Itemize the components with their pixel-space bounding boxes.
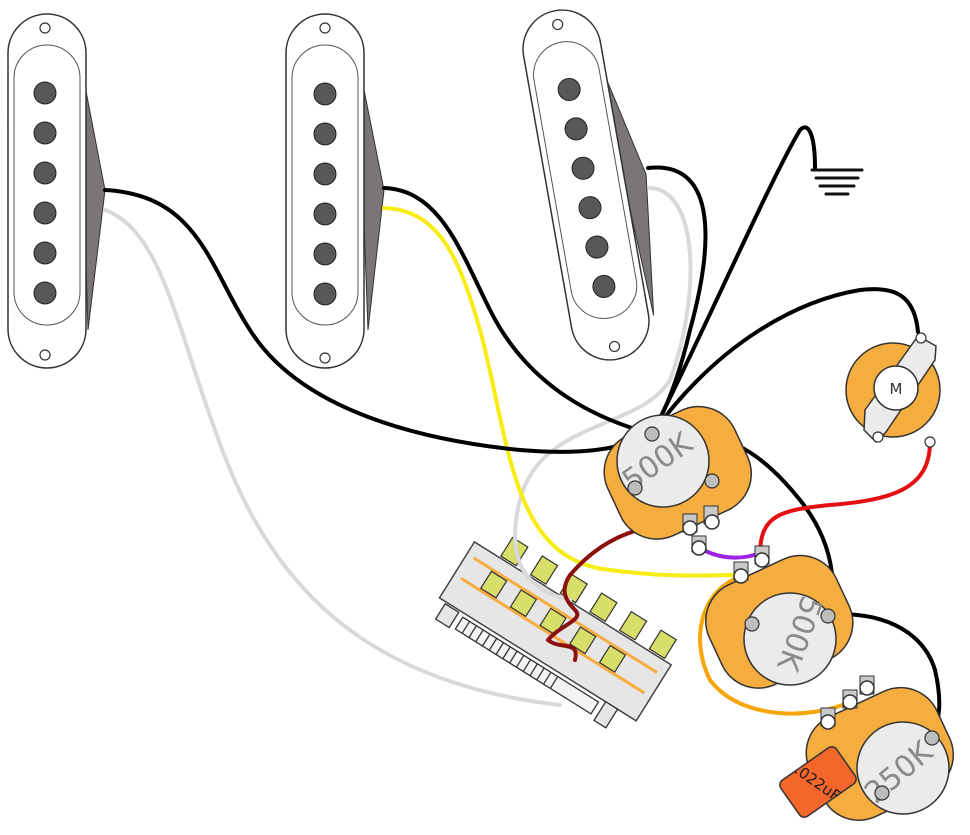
wires [103, 125, 942, 795]
neck-pickup [7, 13, 106, 369]
pole-piece [571, 156, 595, 180]
pole-piece [313, 162, 337, 186]
wire-yellow-middle [382, 206, 740, 578]
pot-lug [924, 730, 940, 746]
pole-piece [313, 242, 337, 266]
wire-dark-red [546, 523, 697, 662]
switch-lug [500, 536, 529, 567]
pole-piece [313, 122, 337, 146]
pot-lug [744, 616, 760, 632]
ground-symbol [810, 168, 864, 196]
pole-piece [313, 202, 337, 226]
pole-piece [33, 81, 57, 105]
pot-lug [704, 473, 720, 489]
bridge-pickup [522, 9, 655, 361]
pot-terminal [682, 513, 698, 536]
pole-piece [564, 117, 588, 141]
wire-red [758, 440, 932, 557]
pole-piece [33, 121, 57, 145]
wire-purple [698, 546, 764, 560]
middle-pickup [285, 13, 385, 369]
pot-lug [874, 785, 890, 801]
switch-lug [479, 570, 508, 599]
switch-lug [509, 589, 538, 618]
capacitor: .022uF [779, 746, 857, 818]
switch-lug [569, 626, 597, 655]
pole-piece [557, 77, 581, 101]
pole-piece [33, 241, 57, 265]
wire-black-ground [650, 125, 817, 436]
pot-terminal [733, 561, 749, 584]
switch-spring [434, 602, 619, 729]
switch-lug [598, 644, 627, 673]
pot-terminal [842, 689, 858, 710]
pot-lug [644, 426, 660, 442]
switch-lug [618, 610, 648, 641]
switch-lug [648, 629, 678, 660]
volume-pot: 500K [603, 405, 753, 556]
pot-terminal [703, 505, 720, 530]
pot-terminal [691, 535, 707, 556]
output-jack: M [845, 332, 941, 448]
pole-piece [585, 235, 609, 259]
pot-lug [820, 608, 836, 624]
switch-lug [529, 555, 559, 586]
wire-black-middle [382, 186, 654, 436]
wire-white-bridge [513, 186, 693, 602]
wire-white-neck [103, 208, 562, 707]
pole-piece [33, 161, 57, 185]
pot-terminal [859, 675, 875, 696]
pole-piece [33, 201, 57, 225]
output-jack-label: M [890, 380, 903, 398]
pot-terminal [754, 545, 770, 568]
wire-black-jack [650, 287, 920, 436]
pole-piece [578, 196, 602, 220]
pole-piece [33, 281, 57, 305]
pot-lug [627, 480, 643, 496]
pole-piece [592, 274, 616, 298]
pole-piece [313, 282, 337, 306]
pot-terminal [820, 707, 836, 730]
pole-piece [313, 82, 337, 106]
wire-black-neck [103, 188, 654, 454]
tone-pot-1: 500K [705, 545, 854, 689]
switch-lug [589, 592, 618, 623]
